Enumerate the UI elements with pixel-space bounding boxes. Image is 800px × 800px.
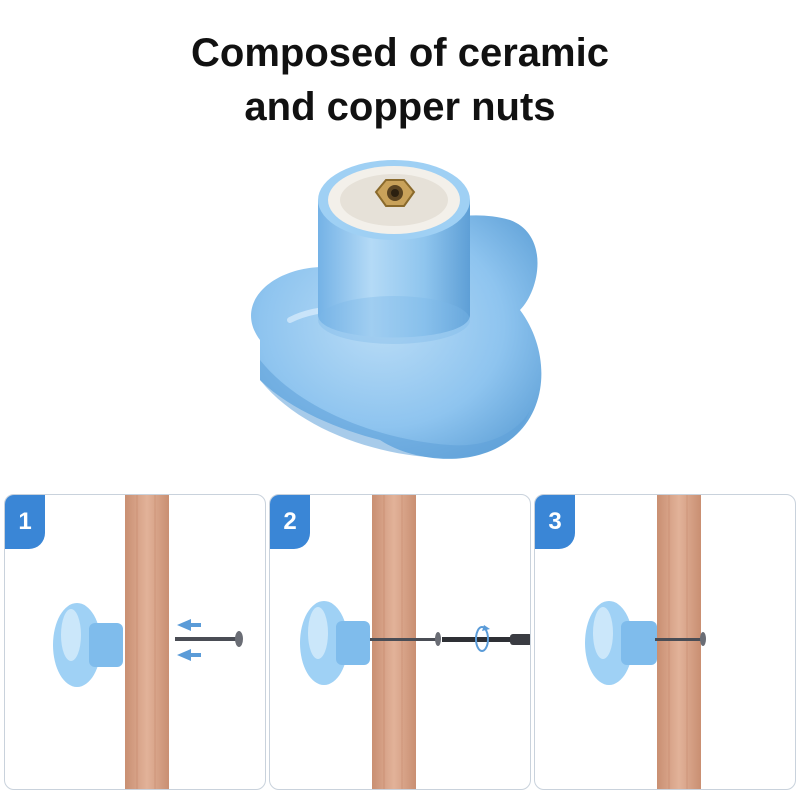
step-badge-2: 2 [270, 495, 310, 549]
headline-line-1: Composed of ceramic [191, 31, 609, 75]
knob-side-view [300, 601, 370, 685]
step-2-illustration [300, 495, 530, 789]
step-badge-1: 1 [5, 495, 45, 549]
ceramic-knob-image [251, 160, 542, 459]
headline-line-2: and copper nuts [244, 85, 556, 129]
knob-side-view [585, 601, 657, 685]
step-panel-1: 1 [4, 494, 266, 790]
wood-board [125, 495, 169, 789]
step-panel-2: 2 [269, 494, 531, 790]
step-badge-3: 3 [535, 495, 575, 549]
wood-board [657, 495, 701, 789]
arrow-left-icon [177, 619, 201, 661]
step-panel-3: 3 [534, 494, 796, 790]
screw [175, 631, 243, 647]
step-1-illustration [53, 495, 243, 789]
rotate-icon [475, 625, 490, 652]
knob-side-view [53, 603, 123, 687]
headline: Composed of ceramic and copper nuts [0, 26, 800, 134]
step-3-illustration [585, 495, 706, 789]
screw [370, 632, 441, 646]
screwdriver [442, 634, 530, 645]
wood-board [372, 495, 416, 789]
screw [655, 632, 706, 646]
